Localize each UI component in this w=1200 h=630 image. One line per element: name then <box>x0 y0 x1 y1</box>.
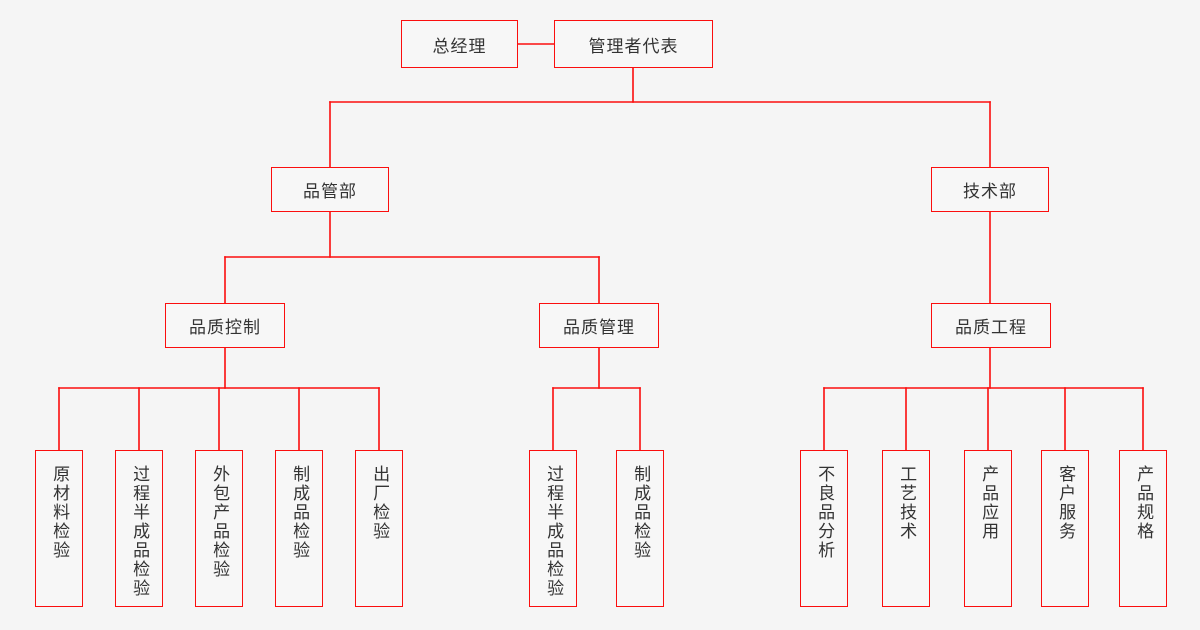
node-product_spec[interactable]: 产品规格 <box>1119 450 1167 607</box>
node-quality_eng[interactable]: 品质工程 <box>931 303 1051 348</box>
node-label-mgmt_rep: 管理者代表 <box>588 36 679 57</box>
node-label-finished_insp_a: 制成品检验 <box>289 465 310 560</box>
node-customer_service[interactable]: 客户服务 <box>1041 450 1089 607</box>
node-label-outsourced_insp: 外包产品检验 <box>209 465 230 579</box>
node-label-shipment_insp: 出厂检验 <box>369 465 390 541</box>
node-label-defect_analysis: 不良品分析 <box>814 465 835 560</box>
node-process_tech[interactable]: 工艺技术 <box>882 450 930 607</box>
node-label-inprocess_insp_a: 过程半成品检验 <box>129 465 150 598</box>
node-outsourced_insp[interactable]: 外包产品检验 <box>195 450 243 607</box>
node-label-tech_dept: 技术部 <box>963 182 1017 202</box>
node-quality_control[interactable]: 品质控制 <box>165 303 285 348</box>
node-inprocess_insp_a[interactable]: 过程半成品检验 <box>115 450 163 607</box>
node-product_application[interactable]: 产品应用 <box>964 450 1012 607</box>
node-label-qc_dept: 品管部 <box>303 182 357 202</box>
node-label-product_application: 产品应用 <box>978 465 999 541</box>
node-label-finished_insp_b: 制成品检验 <box>630 465 651 560</box>
node-label-quality_mgmt: 品质管理 <box>563 318 635 338</box>
node-label-process_tech: 工艺技术 <box>896 465 917 541</box>
node-raw_material_insp[interactable]: 原材料检验 <box>35 450 83 607</box>
node-defect_analysis[interactable]: 不良品分析 <box>800 450 848 607</box>
node-gm[interactable]: 总经理 <box>401 20 518 68</box>
node-quality_mgmt[interactable]: 品质管理 <box>539 303 659 348</box>
node-tech_dept[interactable]: 技术部 <box>931 167 1049 212</box>
node-inprocess_insp_b[interactable]: 过程半成品检验 <box>529 450 577 607</box>
node-mgmt_rep[interactable]: 管理者代表 <box>554 20 713 68</box>
node-label-quality_control: 品质控制 <box>189 318 261 338</box>
node-label-quality_eng: 品质工程 <box>955 318 1027 338</box>
node-finished_insp_b[interactable]: 制成品检验 <box>616 450 664 607</box>
node-finished_insp_a[interactable]: 制成品检验 <box>275 450 323 607</box>
node-label-raw_material_insp: 原材料检验 <box>49 465 70 560</box>
node-label-customer_service: 客户服务 <box>1055 465 1076 541</box>
node-shipment_insp[interactable]: 出厂检验 <box>355 450 403 607</box>
node-qc_dept[interactable]: 品管部 <box>271 167 389 212</box>
node-label-product_spec: 产品规格 <box>1133 465 1154 541</box>
node-label-inprocess_insp_b: 过程半成品检验 <box>543 465 564 598</box>
node-label-gm: 总经理 <box>432 36 487 57</box>
